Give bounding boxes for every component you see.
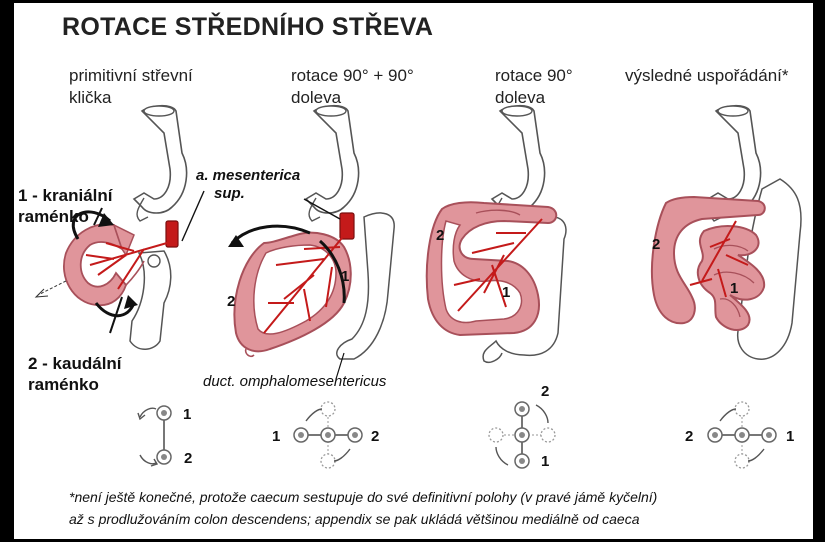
footnote-line2: až s prodlužováním colon descendens; app… (69, 508, 657, 530)
slide: ROTACE STŘEDNÍHO STŘEVA primitivní střev… (14, 3, 813, 539)
svg-text:1: 1 (786, 428, 794, 445)
svg-text:2: 2 (652, 236, 660, 253)
schematic-4: 2 1 (685, 402, 794, 468)
stage-1-drawing (36, 106, 204, 350)
footnote: *není ještě konečné, protože caecum sest… (69, 486, 657, 530)
label-cranial-limb: 1 - kraniální raménko (18, 185, 112, 227)
svg-text:2: 2 (541, 383, 549, 400)
svg-text:1: 1 (272, 428, 280, 445)
svg-text:1: 1 (502, 284, 510, 301)
label-cranial-line2: raménko (18, 206, 112, 227)
svg-text:2: 2 (371, 428, 379, 445)
stage-3-drawing: 2 1 (427, 106, 566, 363)
label-cranial-line1: 1 - kraniální (18, 185, 112, 206)
schematic-2: 1 2 (272, 402, 379, 468)
label-caudal-limb: 2 - kaudální raménko (28, 353, 122, 395)
svg-text:2: 2 (227, 293, 235, 310)
label-artery: a. mesenterica sup. (196, 167, 300, 203)
stage-4-drawing: 2 1 (652, 106, 801, 359)
label-artery-line2: sup. (196, 185, 300, 203)
rotation-illustration: 1 2 2 1 2 1 (14, 3, 813, 539)
schematic-3: 2 1 (489, 383, 555, 470)
stage-2-drawing: 1 2 (227, 106, 394, 379)
label-caudal-line1: 2 - kaudální (28, 353, 122, 374)
label-caudal-line2: raménko (28, 374, 122, 395)
schematic-1: 1 2 (138, 406, 192, 467)
label-duct: duct. omphalomesentericus (203, 373, 386, 390)
footnote-line1: *není ještě konečné, protože caecum sest… (69, 486, 657, 508)
svg-text:1: 1 (341, 268, 349, 285)
svg-text:1: 1 (183, 406, 191, 423)
svg-text:2: 2 (436, 227, 444, 244)
svg-text:2: 2 (685, 428, 693, 445)
svg-text:2: 2 (184, 450, 192, 467)
svg-text:1: 1 (541, 453, 549, 470)
label-artery-line1: a. mesenterica (196, 167, 300, 185)
svg-text:1: 1 (730, 280, 738, 297)
